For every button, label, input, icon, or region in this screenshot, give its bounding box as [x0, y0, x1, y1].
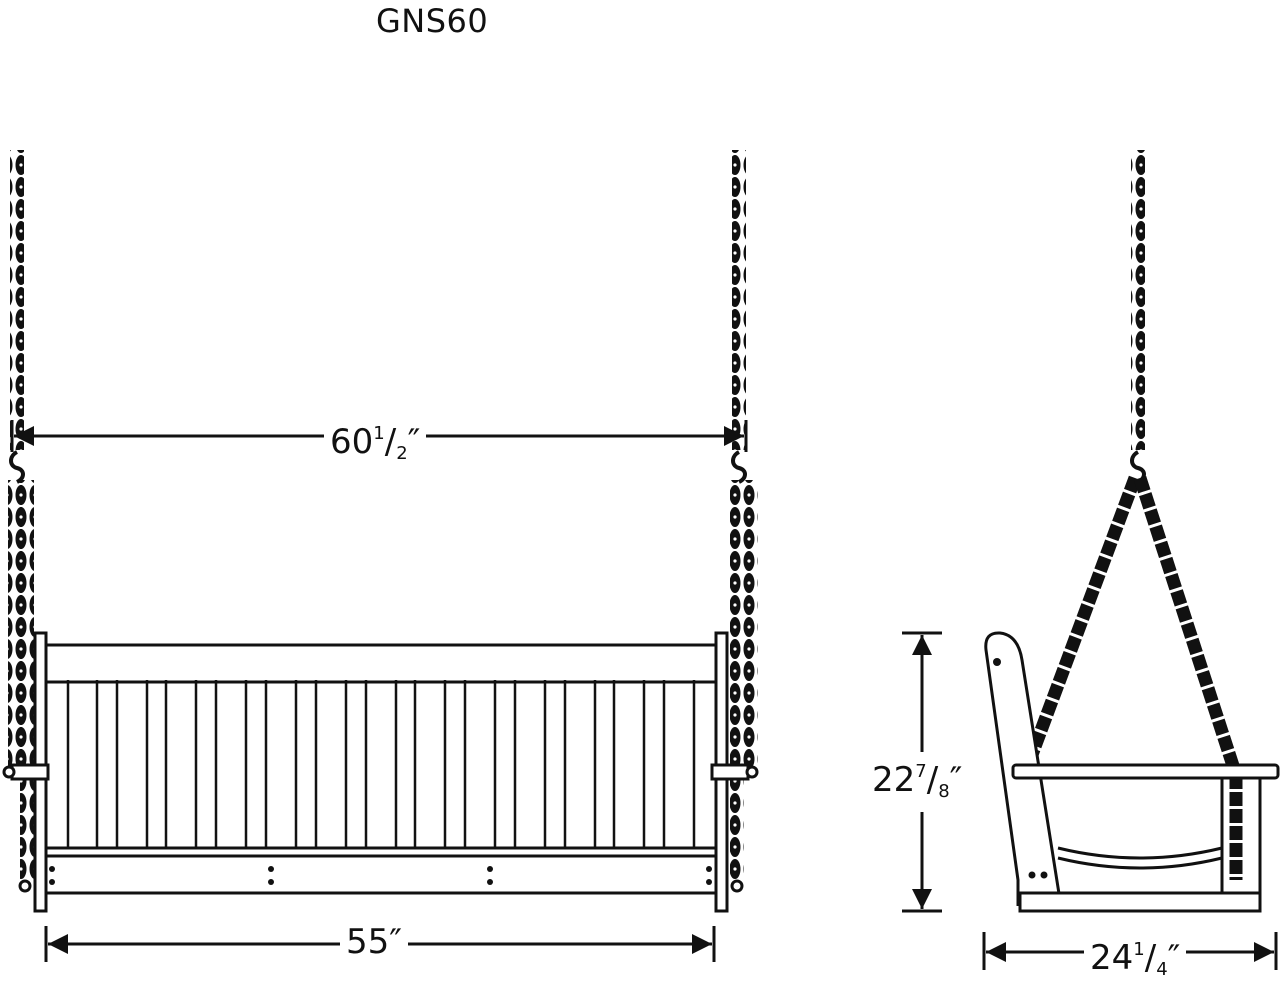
left-lower-chain-a [8, 480, 22, 770]
seat-width-label: 55″ [340, 922, 408, 962]
seat-width-unit: ″ [389, 922, 402, 962]
back-slats [66, 680, 696, 848]
depth-unit: ″ [1167, 938, 1181, 978]
model-title: GNS60 [376, 2, 489, 40]
side-chain-back [1133, 476, 1243, 777]
height-whole: 22 [872, 760, 916, 800]
side-arm [1011, 763, 1280, 780]
overall-width-den: 2 [396, 443, 408, 464]
height-num: 7 [915, 761, 927, 782]
right-upper-chain [732, 150, 746, 450]
height-den: 8 [938, 781, 950, 802]
left-arm-bracket [10, 763, 50, 781]
depth-label: 241/4″ [1084, 930, 1187, 990]
overall-width-unit: ″ [407, 422, 421, 462]
left-lower-chain-b [20, 480, 34, 880]
side-chain-front [1023, 475, 1142, 763]
depth-num: 1 [1133, 939, 1145, 960]
depth-whole: 24 [1090, 938, 1134, 978]
right-arm-bracket [710, 763, 750, 781]
side-top-chain [1131, 150, 1145, 450]
side-view [984, 150, 1280, 913]
height-label: 227/8″ [866, 752, 969, 812]
seat-width-whole: 55 [346, 922, 390, 962]
overall-width-whole: 60 [330, 422, 374, 462]
right-lower-chain-b [730, 480, 744, 880]
right-lower-chain-a [744, 480, 758, 770]
left-upper-chain [10, 150, 24, 450]
overall-width-num: 1 [373, 423, 385, 444]
height-unit: ″ [949, 760, 963, 800]
depth-den: 4 [1156, 959, 1168, 980]
overall-width-label: 601/2″ [324, 414, 427, 474]
bolts [49, 866, 712, 885]
front-view [2, 150, 759, 913]
